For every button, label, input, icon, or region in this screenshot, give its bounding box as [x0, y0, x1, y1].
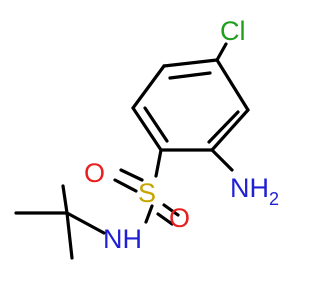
- bond-ring-to-sulfur: [154, 148, 163, 178]
- bond-sulfur-oxygen-lower-a: [162, 203, 180, 217]
- ring-double-bond-left: [143, 106, 169, 143]
- bond-ring-to-chlorine: [215, 42, 228, 62]
- bond-nh-to-quaternary-carbon: [65, 211, 106, 235]
- bond-sulfur-oxygen-upper-b: [113, 178, 138, 193]
- oxygen-upper-atom-label: O: [84, 158, 105, 188]
- oxygen-lower-atom-label: O: [169, 203, 190, 233]
- ring-bond-top: [162, 58, 219, 68]
- bond-tbutyl-methyl-bottom: [65, 211, 74, 260]
- ring-bond-top-right: [215, 58, 250, 112]
- bond-ring-to-amine: [210, 148, 234, 172]
- benzene-ring: [131, 58, 250, 152]
- sulfur-atom-label: S: [138, 178, 156, 208]
- amine-subscript: 2: [269, 189, 279, 209]
- bond-sulfur-to-nh: [144, 204, 154, 224]
- chlorine-atom-label: Cl: [220, 16, 246, 46]
- bond-tbutyl-methyl-top: [61, 184, 69, 215]
- amine-atom-label-text: NH: [230, 173, 269, 203]
- bond-sulfur-oxygen-upper-a: [119, 168, 144, 182]
- ring-double-bond-top: [168, 71, 212, 80]
- bond-sulfur-oxygen-lower-b: [156, 212, 174, 226]
- amine-atom-label: NH2: [230, 173, 279, 209]
- ring-double-bond-right: [207, 110, 240, 144]
- ring-bond-right: [210, 108, 250, 152]
- molecule-structure-diagram: Cl NH2 O S O NH: [14, 16, 279, 260]
- ring-bond-left: [131, 106, 163, 152]
- nh-atom-label: NH: [103, 224, 142, 254]
- ring-bond-top-left: [131, 64, 166, 110]
